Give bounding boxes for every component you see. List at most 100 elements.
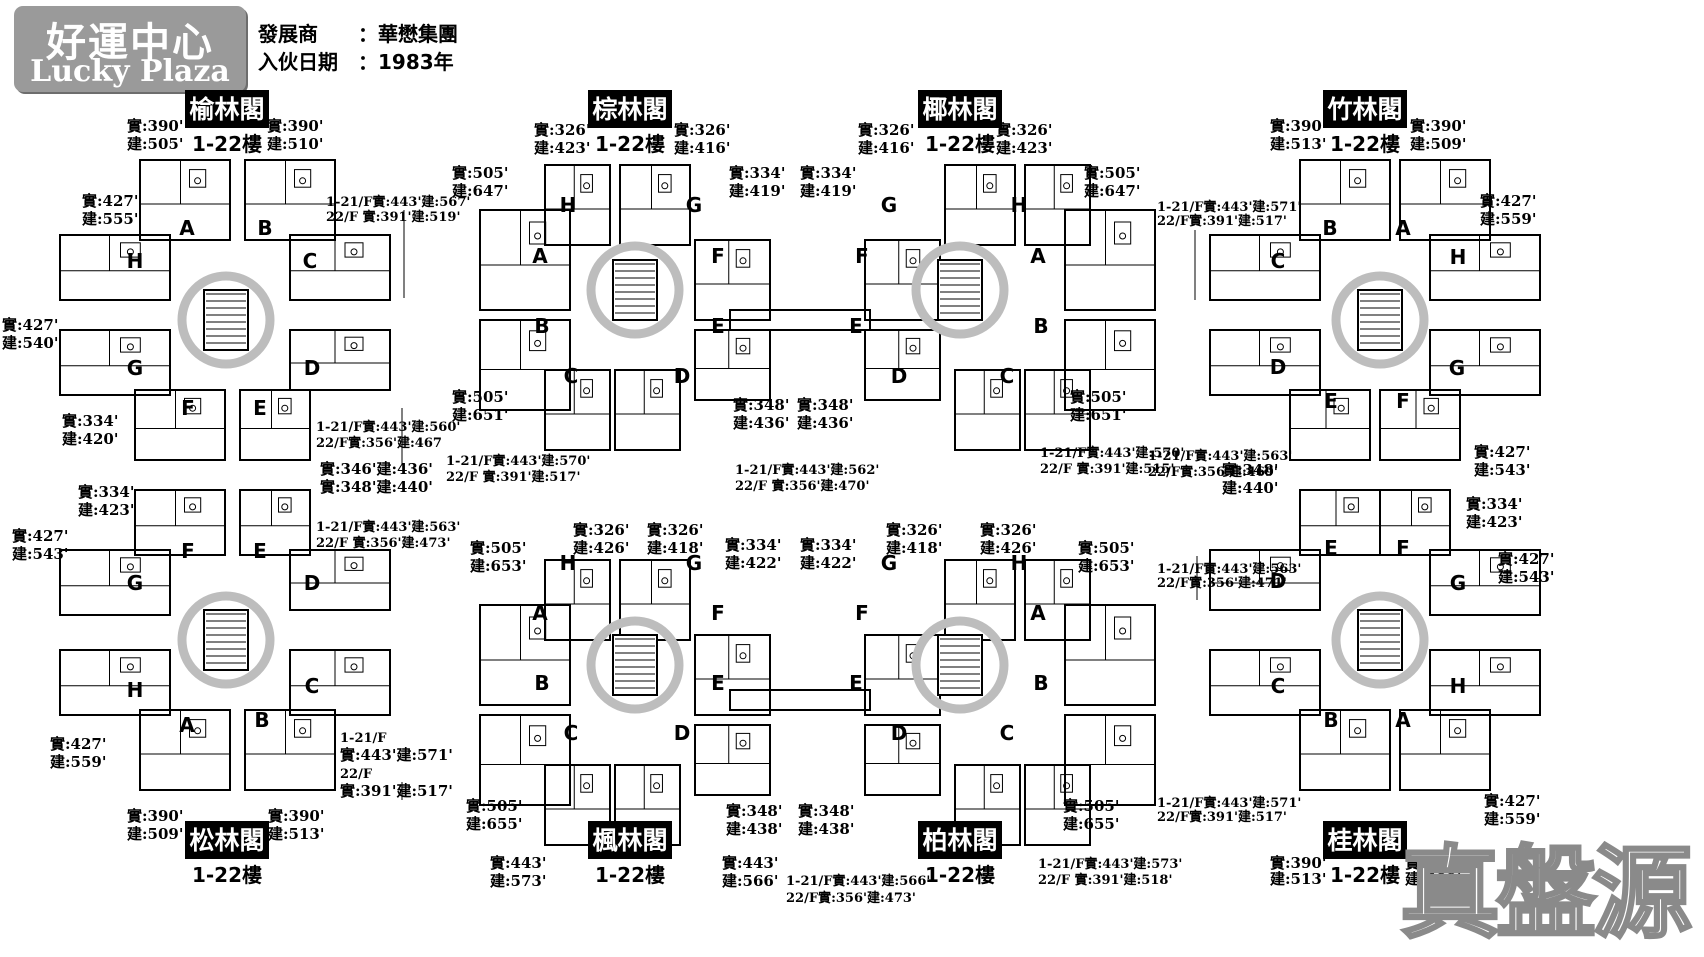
flat-unit bbox=[289, 234, 391, 301]
area-annotation: 實:427' bbox=[1498, 550, 1554, 568]
stair-core-zhulin bbox=[1331, 271, 1429, 369]
flat-letter: G bbox=[1449, 356, 1465, 380]
block-name: 棕林閣 bbox=[592, 95, 667, 124]
area-annotation: 建:651' bbox=[452, 406, 508, 424]
area-annotation: 22/F 實:391'建:519' bbox=[326, 209, 460, 225]
area-annotation: 1-21/F實:443'建:567' bbox=[326, 194, 470, 210]
area-annotation: 實:348' bbox=[798, 802, 854, 820]
area-annotation: 22/F實:356'建:473' bbox=[786, 890, 916, 906]
area-annotation: 22/F bbox=[340, 767, 373, 782]
area-annotation: 實:326' bbox=[674, 121, 730, 139]
area-annotation: 建:543' bbox=[1498, 568, 1554, 586]
area-annotation: 實:390' bbox=[127, 807, 183, 825]
flat-letter: C bbox=[1000, 364, 1015, 388]
block-name: 松林閣 bbox=[189, 826, 264, 855]
area-annotation: 建:509' bbox=[1405, 870, 1461, 888]
flat-unit bbox=[244, 709, 336, 791]
area-annotation: 1-21/F實:443'建:563' bbox=[1148, 448, 1292, 464]
area-annotation: 建:543' bbox=[1474, 461, 1530, 479]
flat-unit bbox=[614, 369, 681, 451]
flat-letter: D bbox=[1270, 569, 1287, 593]
area-annotation: 22/F實:391'建:517' bbox=[1157, 213, 1287, 229]
area-annotation: 1-21/F實:443'建:571' bbox=[1157, 795, 1301, 811]
stair-core-yelin bbox=[911, 241, 1009, 339]
flat-unit bbox=[1379, 489, 1451, 556]
flat-letter: G bbox=[686, 551, 702, 575]
flat-letter: H bbox=[1011, 193, 1028, 217]
flat-letter: A bbox=[1030, 601, 1046, 625]
flat-unit bbox=[954, 369, 1021, 451]
estate-name-en: Lucky Plaza bbox=[30, 54, 230, 89]
flat-unit bbox=[289, 329, 391, 391]
area-annotation: 建:559' bbox=[50, 753, 106, 771]
area-annotation: 實:427' bbox=[2, 316, 58, 334]
flat-letter: D bbox=[674, 721, 691, 745]
block-floors: 1-22樓 bbox=[1330, 132, 1400, 156]
area-annotation: 實:334' bbox=[725, 536, 781, 554]
flat-letter: D bbox=[304, 571, 321, 595]
block-name: 榆林閣 bbox=[189, 95, 264, 124]
developer-value: ：華懋集團 bbox=[358, 22, 458, 46]
area-annotation: 建:438' bbox=[726, 820, 782, 838]
area-annotation: 建:416' bbox=[674, 139, 730, 157]
area-annotation: 建:440' bbox=[1222, 479, 1278, 497]
flat-letter: D bbox=[891, 721, 908, 745]
flat-letter: B bbox=[257, 216, 272, 240]
flat-letter: F bbox=[181, 396, 195, 420]
intake-label: 入伙日期 bbox=[258, 50, 338, 74]
flat-letter: F bbox=[711, 244, 725, 268]
flat-unit bbox=[694, 239, 771, 321]
flat-unit bbox=[1209, 329, 1321, 396]
area-annotation: 建:566' bbox=[722, 872, 778, 890]
flat-unit bbox=[1064, 604, 1156, 706]
flat-letter: F bbox=[711, 601, 725, 625]
flat-unit bbox=[134, 489, 226, 556]
area-annotation: 建:422' bbox=[800, 554, 856, 572]
developer-label: 發展商 bbox=[258, 22, 318, 46]
flat-letter: C bbox=[1271, 249, 1286, 273]
flat-letter: H bbox=[127, 249, 144, 273]
area-annotation: 建:647' bbox=[452, 182, 508, 200]
area-annotation: 1-21/F實:443'建:570' bbox=[446, 453, 590, 469]
flat-unit bbox=[1209, 549, 1321, 611]
area-annotation: 實:326' bbox=[647, 521, 703, 539]
flat-unit bbox=[544, 369, 611, 451]
area-annotation: 實:348'建:440' bbox=[320, 478, 433, 496]
stair-core-zonglin bbox=[586, 241, 684, 339]
flat-unit bbox=[619, 164, 691, 246]
area-annotation: 建:423' bbox=[1466, 513, 1522, 531]
flat-unit bbox=[694, 329, 771, 401]
flat-unit bbox=[59, 234, 171, 301]
area-annotation: 22/F 實:391'建:518' bbox=[1038, 872, 1172, 888]
block-floors: 1-22樓 bbox=[1330, 863, 1400, 887]
area-annotation: 建:420' bbox=[62, 430, 118, 448]
area-annotation: 實:326' bbox=[886, 521, 942, 539]
flat-unit bbox=[1209, 234, 1321, 301]
flat-letter: E bbox=[253, 396, 267, 420]
flat-letter: B bbox=[534, 314, 549, 338]
area-annotation: 實:443'建:571' bbox=[340, 746, 453, 764]
corridor bbox=[729, 689, 871, 711]
area-annotation: 建:555' bbox=[82, 210, 138, 228]
flat-unit bbox=[864, 329, 941, 401]
area-annotation: 實:326' bbox=[534, 121, 590, 139]
area-annotation: 實:443' bbox=[722, 854, 778, 872]
area-annotation: 實:334' bbox=[1466, 495, 1522, 513]
flat-letter: E bbox=[1324, 536, 1338, 560]
area-annotation: 實:348' bbox=[1222, 461, 1278, 479]
flat-letter: H bbox=[560, 193, 577, 217]
flat-unit bbox=[1399, 159, 1491, 241]
flat-unit bbox=[479, 209, 571, 311]
area-annotation: 22/F實:356'建:471' bbox=[1157, 575, 1287, 591]
area-annotation: 22/F 實:356'建:473' bbox=[316, 535, 450, 551]
area-annotation: 實:390' bbox=[1405, 854, 1461, 872]
flat-letter: G bbox=[127, 571, 143, 595]
block-name: 柏林閣 bbox=[922, 826, 997, 855]
flat-letter: C bbox=[1271, 674, 1286, 698]
flat-unit bbox=[59, 329, 171, 396]
area-annotation: 實:326' bbox=[980, 521, 1036, 539]
